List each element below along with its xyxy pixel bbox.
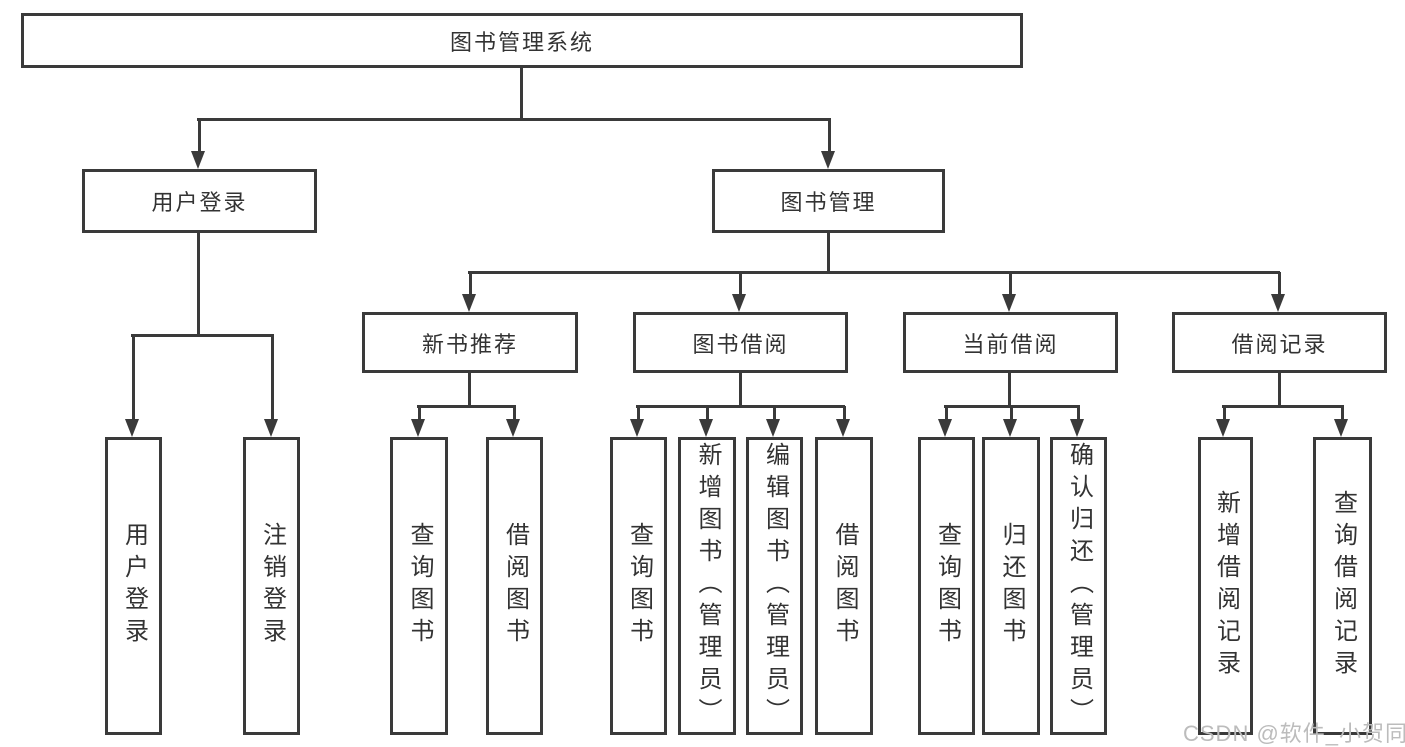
arrow-down-icon [820, 151, 835, 169]
arrow-down-icon [505, 419, 520, 437]
arrow-down-icon [410, 419, 425, 437]
connector-arrow-shaft [1222, 406, 1226, 421]
node-user-login: 用户登录 [82, 169, 317, 233]
connector-arrow-shaft [1340, 406, 1344, 421]
connector-line [1008, 373, 1011, 408]
arrow-down-icon [835, 419, 850, 437]
arrow-down-icon [263, 419, 278, 437]
connector-line [468, 271, 1280, 274]
node-borrow-record-label: 借阅记录 [1231, 331, 1328, 357]
node-leaf-confirm-return-label: 确认归还（管理员） [1065, 442, 1093, 730]
connector-arrow-shaft [131, 335, 135, 421]
arrow-down-icon [124, 419, 139, 437]
arrow-down-icon [190, 151, 205, 169]
connector-arrow-shaft [1009, 406, 1013, 421]
arrow-down-icon [1333, 419, 1348, 437]
node-book-borrow-label: 图书借阅 [692, 331, 789, 357]
node-leaf-return-book-label: 归还图书 [998, 522, 1025, 650]
node-leaf-query-book-2: 查询图书 [610, 437, 667, 735]
connector-arrow-shaft [1008, 272, 1012, 296]
connector-line [197, 118, 831, 121]
node-current-borrow-label: 当前借阅 [962, 331, 1059, 357]
node-leaf-user-login-label: 用户登录 [120, 522, 148, 650]
node-leaf-borrow-book-1-label: 借阅图书 [501, 522, 529, 650]
node-leaf-query-borrow-rec-label: 查询借阅记录 [1329, 490, 1357, 682]
connector-line [131, 334, 274, 337]
arrow-down-icon [731, 294, 746, 312]
node-leaf-query-book-3: 查询图书 [918, 437, 975, 735]
arrow-down-icon [1069, 419, 1084, 437]
node-book-mgmt: 图书管理 [712, 169, 945, 233]
node-leaf-user-login: 用户登录 [105, 437, 162, 735]
node-leaf-borrow-book-2: 借阅图书 [815, 437, 873, 735]
arrow-down-icon [1215, 419, 1230, 437]
node-borrow-record: 借阅记录 [1172, 312, 1387, 373]
node-leaf-query-book-2-label: 查询图书 [625, 522, 653, 650]
node-leaf-confirm-return: 确认归还（管理员） [1050, 437, 1107, 735]
connector-line [1222, 405, 1344, 408]
node-leaf-query-book-1-label: 查询图书 [406, 522, 433, 650]
node-system-label: 图书管理系统 [449, 29, 594, 55]
node-leaf-add-book-admin-label: 新增图书（管理员） [694, 442, 721, 730]
arrow-down-icon [1270, 294, 1285, 312]
node-leaf-edit-book-admin-label: 编辑图书（管理员） [761, 442, 789, 730]
connector-line [636, 405, 845, 408]
connector-arrow-shaft [417, 406, 421, 421]
node-current-borrow: 当前借阅 [903, 312, 1118, 373]
connector-arrow-shaft [738, 272, 742, 296]
node-leaf-borrow-book-1: 借阅图书 [486, 437, 543, 735]
node-leaf-query-book-3-label: 查询图书 [933, 522, 961, 650]
connector-arrow-shaft [468, 272, 472, 296]
connector-arrow-shaft [772, 406, 776, 421]
connector-line [197, 233, 200, 337]
connector-arrow-shaft [944, 406, 948, 421]
connector-line [520, 68, 523, 121]
arrow-down-icon [629, 419, 644, 437]
arrow-down-icon [1002, 419, 1017, 437]
arrow-down-icon [1001, 294, 1016, 312]
arrow-down-icon [698, 419, 713, 437]
connector-arrow-shaft [197, 118, 201, 153]
node-leaf-add-borrow-rec-label: 新增借阅记录 [1212, 490, 1240, 682]
connector-arrow-shaft [827, 118, 831, 153]
connector-line [468, 373, 471, 408]
node-leaf-logout-login-label: 注销登录 [258, 522, 286, 650]
connector-arrow-shaft [705, 406, 709, 421]
node-leaf-add-book-admin: 新增图书（管理员） [678, 437, 736, 735]
connector-arrow-shaft [1277, 272, 1281, 296]
node-system: 图书管理系统 [21, 13, 1023, 68]
node-user-login-label: 用户登录 [151, 190, 248, 215]
node-book-mgmt-label: 图书管理 [780, 190, 877, 215]
connector-line [739, 373, 742, 408]
node-leaf-query-borrow-rec: 查询借阅记录 [1313, 437, 1372, 735]
node-leaf-logout-login: 注销登录 [243, 437, 300, 735]
arrow-down-icon [937, 419, 952, 437]
connector-arrow-shaft [842, 406, 846, 421]
node-leaf-borrow-book-2-label: 借阅图书 [831, 522, 858, 650]
arrow-down-icon [765, 419, 780, 437]
connector-line [1278, 373, 1281, 408]
connector-arrow-shaft [512, 406, 516, 421]
connector-arrow-shaft [636, 406, 640, 421]
node-new-book-rec-label: 新书推荐 [421, 331, 518, 357]
connector-arrow-shaft [1076, 406, 1080, 421]
node-leaf-edit-book-admin: 编辑图书（管理员） [746, 437, 803, 735]
node-new-book-rec: 新书推荐 [362, 312, 578, 373]
watermark: CSDN @软件_小贺同学 [1183, 721, 1405, 746]
connector-arrow-shaft [270, 335, 274, 421]
node-leaf-add-borrow-rec: 新增借阅记录 [1198, 437, 1253, 735]
node-book-borrow: 图书借阅 [633, 312, 848, 373]
connector-line [417, 405, 516, 408]
node-leaf-return-book: 归还图书 [982, 437, 1040, 735]
arrow-down-icon [461, 294, 476, 312]
node-leaf-query-book-1: 查询图书 [390, 437, 448, 735]
connector-line [827, 233, 830, 274]
